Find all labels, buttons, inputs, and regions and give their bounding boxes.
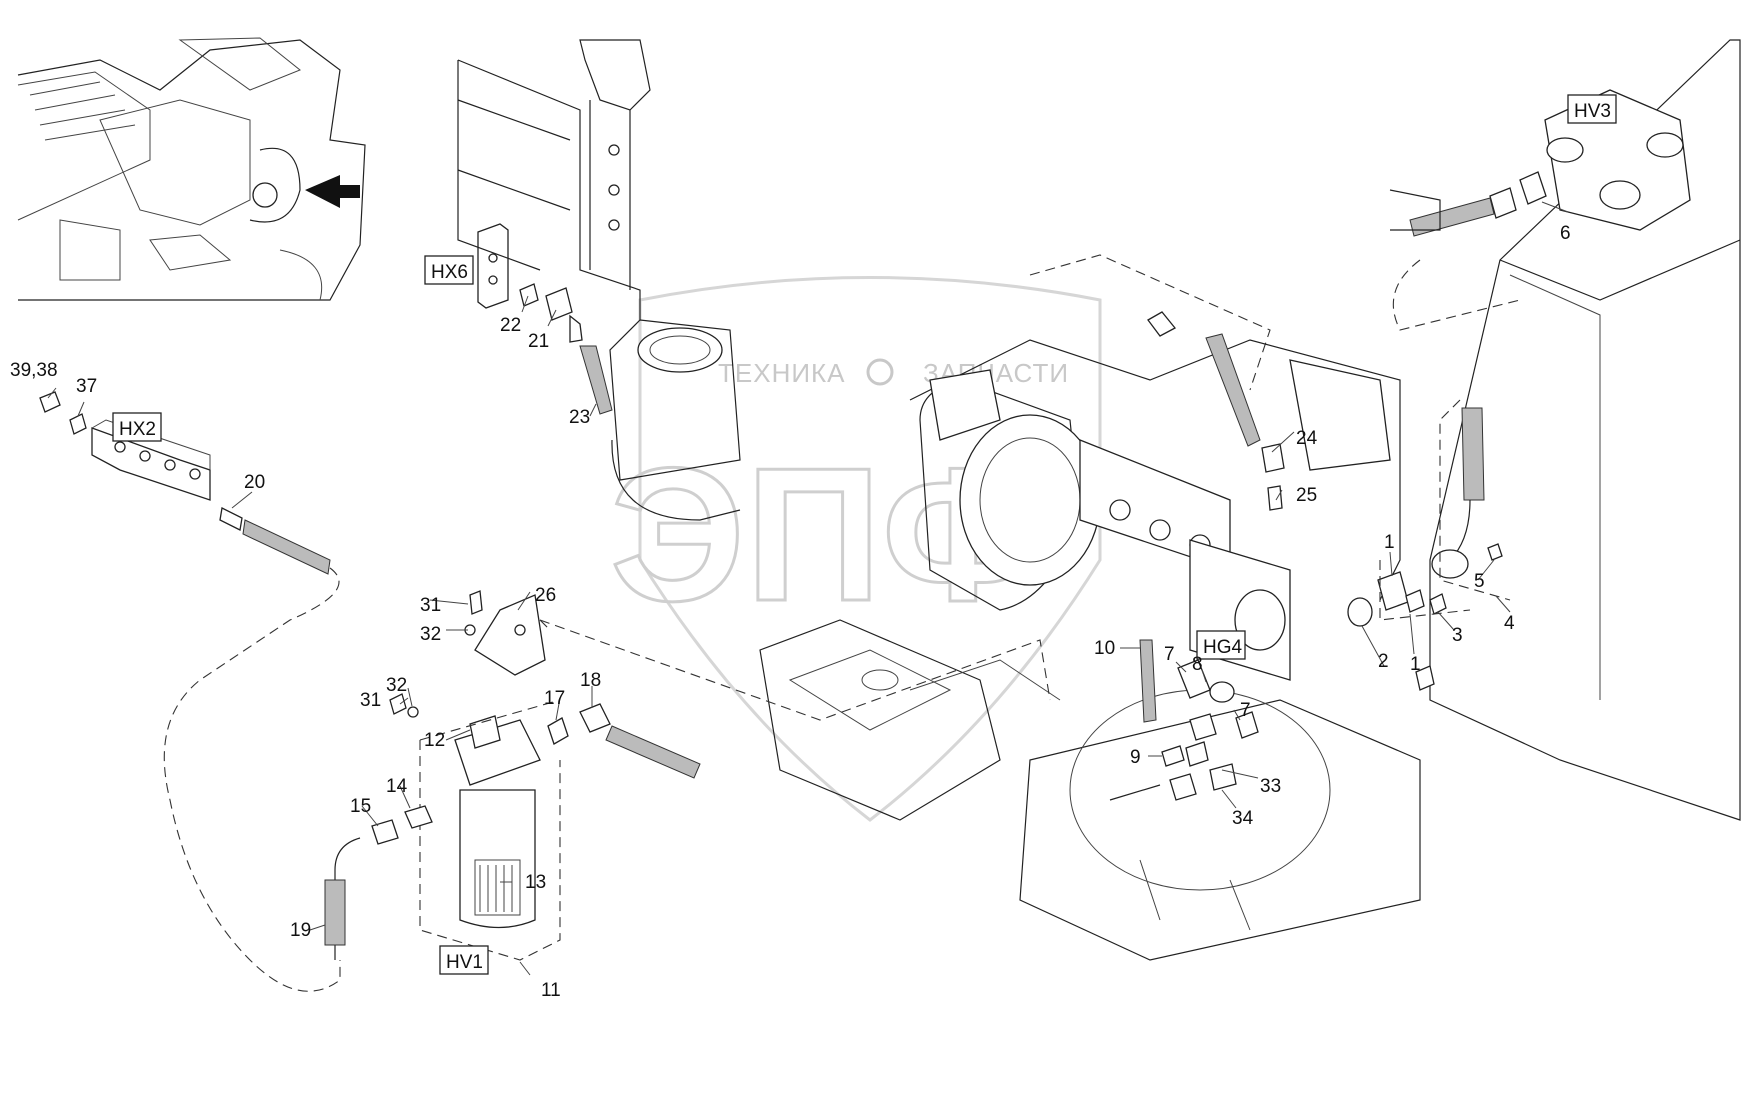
callout-1-upper: 1: [1384, 532, 1395, 553]
callout-1-lower: 1: [1410, 654, 1421, 675]
frame-structure: [457, 39, 741, 521]
callout-34: 34: [1232, 808, 1254, 829]
callout-21: 21: [528, 331, 549, 352]
hv3-tag-box: [1567, 94, 1617, 124]
hx2-assembly: [39, 391, 341, 992]
callout-6: 6: [1560, 223, 1571, 244]
hx6-assembly: [477, 223, 613, 415]
callout-9: 9: [1130, 747, 1141, 768]
inset-machine-overview: [17, 37, 366, 301]
hv1-tag: HV1: [446, 952, 483, 973]
hv3-tank-assembly: [1347, 39, 1741, 821]
callout-19: 19: [290, 920, 311, 941]
callout-11: 11: [541, 980, 561, 1001]
callout-37: 37: [76, 376, 97, 397]
callout-20: 20: [244, 472, 265, 493]
hg4-assembly: [1109, 639, 1259, 801]
callout-10: 10: [1094, 638, 1115, 659]
callout-25: 25: [1296, 485, 1317, 506]
watermark-left-text: ТЕХНИКА: [718, 358, 846, 388]
hx6-tag: HX6: [431, 262, 468, 283]
callout-2: 2: [1378, 651, 1389, 672]
callout-7-upper: 7: [1164, 644, 1175, 665]
part-number-callouts: 39,38 37 20 22 21 23 31 32 26 31 32 12 1…: [10, 223, 1571, 1001]
callout-13: 13: [525, 872, 546, 893]
callout-23: 23: [569, 407, 590, 428]
engine-pump-block: [909, 254, 1421, 961]
callout-4: 4: [1504, 613, 1515, 634]
hx2-tag-box: [112, 412, 162, 442]
hv3-tag: HV3: [1574, 101, 1611, 122]
callout-32-top: 32: [420, 624, 441, 645]
callout-22: 22: [500, 315, 521, 336]
callout-17: 17: [544, 688, 565, 709]
callout-18: 18: [580, 670, 601, 691]
hg4-tag: HG4: [1203, 637, 1243, 658]
callout-24: 24: [1296, 428, 1318, 449]
hv1-filter-assembly: [324, 590, 701, 961]
callout-33: 33: [1260, 776, 1281, 797]
callout-12: 12: [424, 730, 445, 751]
callout-26: 26: [535, 585, 556, 606]
hx2-tag: HX2: [119, 419, 156, 440]
hx6-tag-box: [424, 255, 474, 285]
leader-lines: [47, 201, 1569, 976]
callout-31-side: 31: [360, 690, 381, 711]
callout-7-lower: 7: [1240, 700, 1251, 721]
callout-32-side: 32: [386, 675, 407, 696]
callout-3: 3: [1452, 625, 1463, 646]
callout-39-38: 39,38: [10, 360, 58, 381]
callout-8: 8: [1192, 654, 1203, 675]
callout-14: 14: [386, 776, 408, 797]
arrow-pointer-icon: [305, 175, 360, 208]
lower-bracket: [539, 619, 1061, 821]
callout-15: 15: [350, 796, 371, 817]
callout-5: 5: [1474, 571, 1485, 592]
hv1-tag-box: [439, 945, 489, 975]
hg4-tag-box: [1196, 630, 1246, 660]
callout-31-top: 31: [420, 595, 441, 616]
tag-boxes: HX6 HX2 HV1 HG4 HV3: [112, 94, 1617, 975]
gear-icon: [866, 358, 894, 386]
